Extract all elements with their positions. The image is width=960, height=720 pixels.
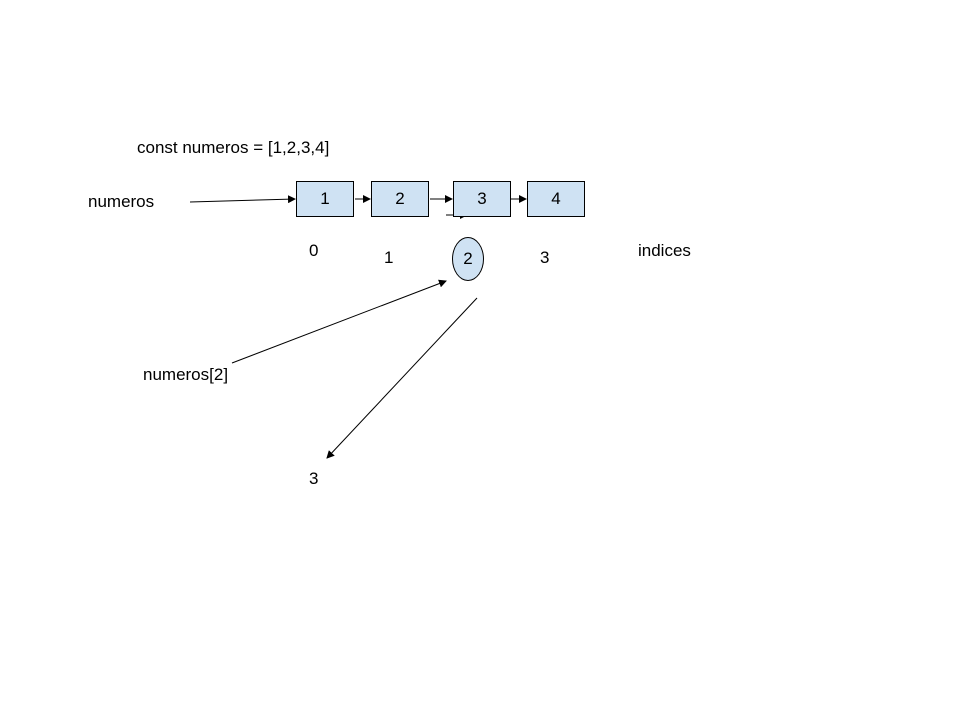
array-cell-value: 4 xyxy=(551,189,561,208)
indices-label: indices xyxy=(638,241,691,260)
array-cell-value: 2 xyxy=(395,189,405,208)
array-cell-value: 3 xyxy=(477,189,487,208)
variable-label: numeros xyxy=(88,192,155,211)
index-2: 2 xyxy=(463,249,473,268)
access-label: numeros[2] xyxy=(143,365,229,384)
array-cell-3: 4 xyxy=(527,181,585,217)
array-cell-value: 1 xyxy=(320,189,330,208)
array-cell-1: 2 xyxy=(371,181,429,217)
code-line: const numeros = [1,2,3,4] xyxy=(137,138,330,157)
numeros-to-array-arrow xyxy=(189,195,296,204)
result-value: 3 xyxy=(309,469,319,488)
array-cell-2: 3 xyxy=(453,181,511,217)
access-to-index-arrow xyxy=(231,279,447,364)
index-to-result-arrow xyxy=(326,297,478,459)
array-cell-0: 1 xyxy=(296,181,354,217)
index-1: 1 xyxy=(384,248,394,267)
index-3: 3 xyxy=(540,248,550,267)
index-2-highlight: 2 xyxy=(452,237,484,281)
index-0: 0 xyxy=(309,241,319,260)
